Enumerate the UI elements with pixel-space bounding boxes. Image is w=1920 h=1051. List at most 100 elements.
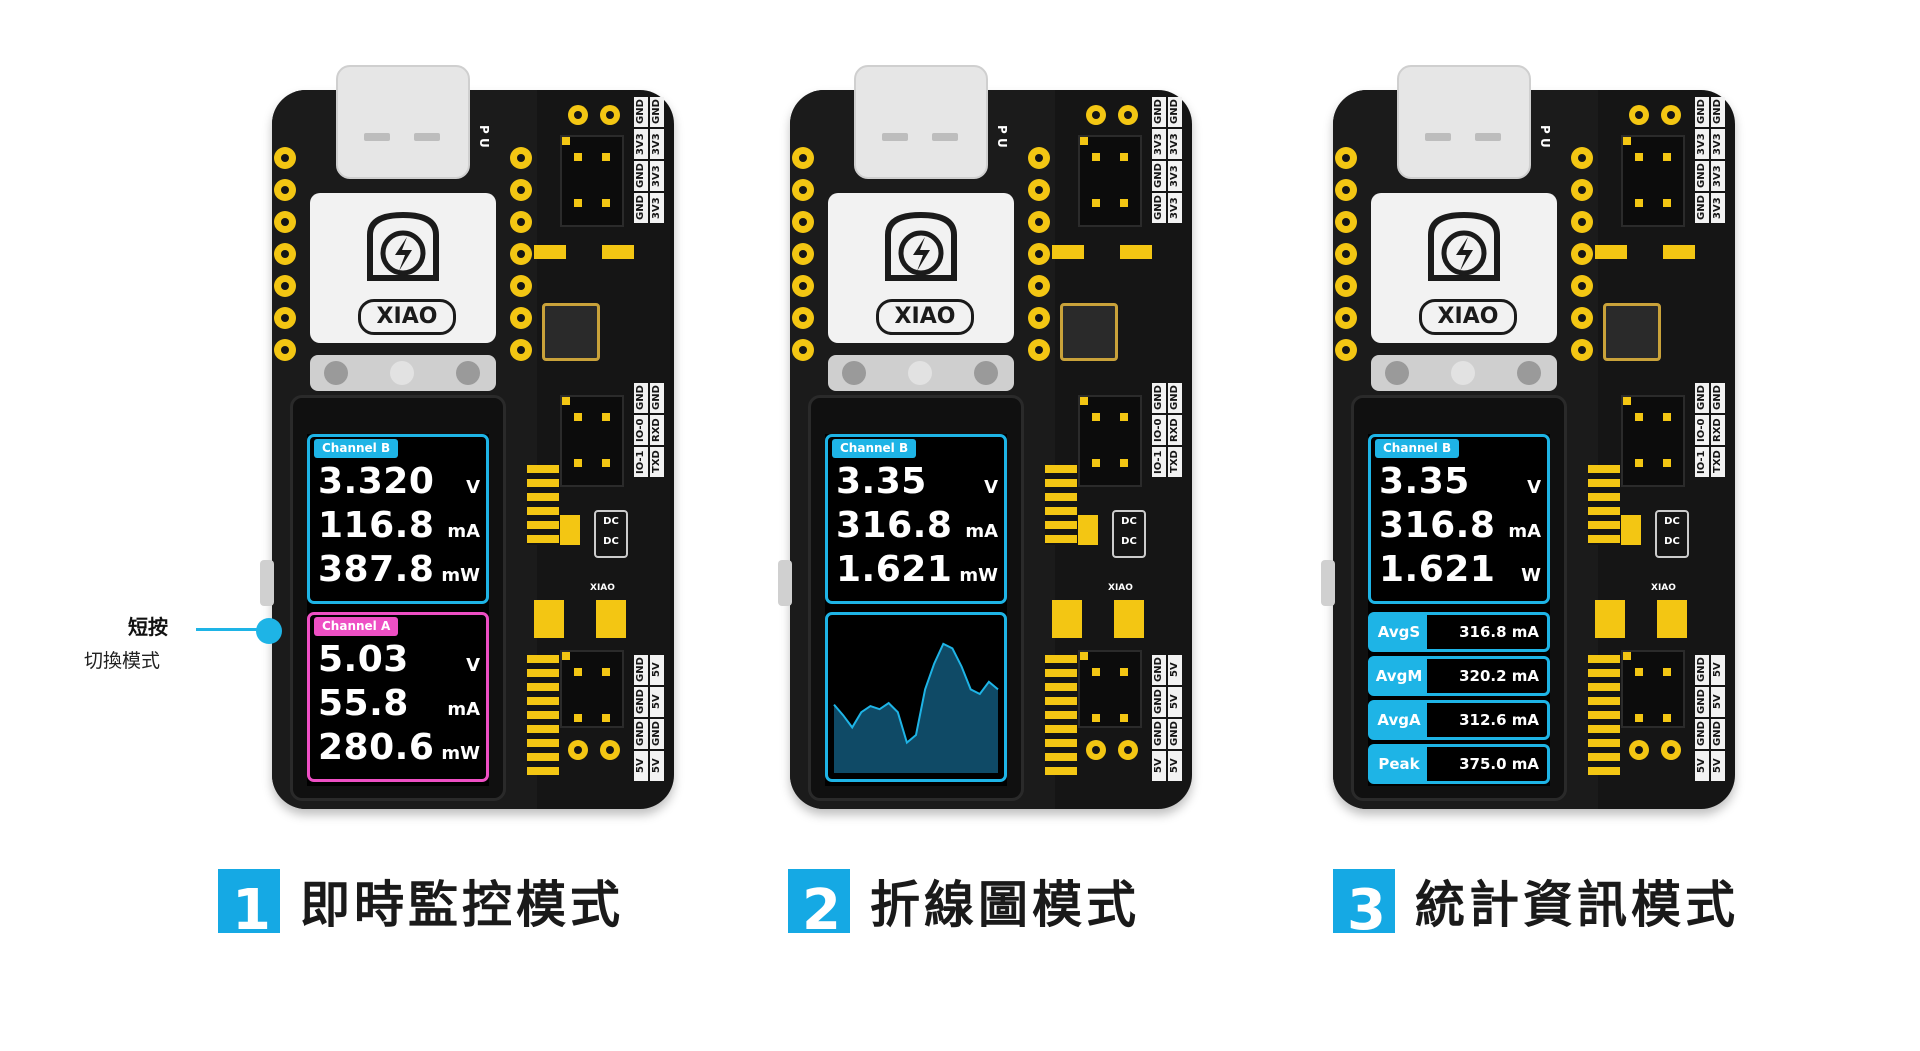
caption-text: 即時監控模式 (300, 876, 624, 934)
pin-header-bottom (1621, 650, 1685, 728)
channel-b-panel: Channel B 3.35 V 316.8 mA 1.621 mW (825, 434, 1007, 604)
component (534, 600, 564, 638)
usb-c-port (854, 65, 988, 179)
current-unit: mA (1508, 521, 1541, 542)
pin-header-mid (1078, 395, 1142, 487)
boot-button[interactable] (1517, 361, 1541, 385)
channel-b-panel: Channel B 3.320 V 116.8 mA 387.8 mW (307, 434, 489, 604)
caption-number: 3 (1333, 869, 1395, 933)
pad (1086, 740, 1106, 760)
caption-1: 1 即時監控模式 (218, 869, 624, 934)
current-value: 55.8 (318, 683, 409, 724)
screen-content: Channel B 3.35 V 316.8 mA 1.621 W AvgS 3… (1368, 434, 1550, 786)
reset-button[interactable] (1385, 361, 1409, 385)
component (534, 245, 566, 259)
stat-label: AvgM (1371, 659, 1427, 693)
stat-value: 320.2 mA (1459, 667, 1539, 685)
voltage-value: 5.03 (318, 639, 409, 680)
current-unit: mA (965, 521, 998, 542)
power-unit: mW (441, 743, 480, 764)
led (390, 361, 414, 385)
xiao-logo-text: XIAO (876, 299, 974, 335)
reset-button[interactable] (842, 361, 866, 385)
button-row (1371, 355, 1557, 391)
channel-tag: Channel B (832, 439, 917, 458)
pu-label: P U (995, 125, 1009, 148)
button-row (310, 355, 496, 391)
hint-label: 短按 (128, 615, 168, 639)
component (1114, 600, 1144, 638)
stat-value: 316.8 mA (1459, 623, 1539, 641)
pad (1661, 740, 1681, 760)
channel-tag: Channel B (314, 439, 399, 458)
voltage-unit: V (1527, 477, 1541, 498)
mcu-chip (1060, 303, 1118, 361)
component (1621, 515, 1641, 545)
left-pin-header (1335, 147, 1357, 361)
component (596, 600, 626, 638)
pu-label: P U (477, 125, 491, 148)
small-xiao-text: XIAO (1651, 583, 1676, 593)
channel-tag: Channel A (314, 617, 399, 636)
pad (1086, 105, 1106, 125)
side-mode-button[interactable] (778, 560, 792, 606)
stat-label: AvgS (1371, 615, 1427, 649)
component (1052, 245, 1084, 259)
power-value: 280.6 (318, 727, 435, 768)
pad (600, 740, 620, 760)
lcd-screen: Channel B 3.35 V 316.8 mA 1.621 mW (808, 395, 1024, 801)
pin-strip (1045, 655, 1077, 775)
component (1663, 245, 1695, 259)
power-unit: mW (959, 565, 998, 586)
pad (568, 105, 588, 125)
button-row (828, 355, 1014, 391)
power-value: 1.621 (1379, 549, 1496, 590)
stat-value: 375.0 mA (1459, 755, 1539, 773)
stat-label: AvgA (1371, 703, 1427, 737)
stat-row-avgm: AvgM 320.2 mA (1368, 656, 1550, 696)
voltage-value: 3.320 (318, 461, 435, 502)
boot-button[interactable] (456, 361, 480, 385)
screen-content: Channel B 3.35 V 316.8 mA 1.621 mW (825, 434, 1007, 786)
current-value: 316.8 (836, 505, 953, 546)
boot-button[interactable] (974, 361, 998, 385)
xiao-logo-text: XIAO (358, 299, 456, 335)
current-trace-chart (833, 642, 999, 773)
pin-header-top (1078, 135, 1142, 227)
component (1657, 600, 1687, 638)
pad (1629, 740, 1649, 760)
side-mode-button[interactable] (260, 560, 274, 606)
caption-number: 1 (218, 869, 280, 933)
led (1451, 361, 1475, 385)
pin-strip (527, 655, 559, 775)
pin-header-bottom (1078, 650, 1142, 728)
caption-text: 統計資訊模式 (1415, 876, 1739, 934)
pin-strip (1045, 465, 1077, 545)
component (1120, 245, 1152, 259)
component (1595, 245, 1627, 259)
current-value: 316.8 (1379, 505, 1496, 546)
trace-area (834, 643, 998, 773)
pin-strip (1588, 465, 1620, 545)
reset-button[interactable] (324, 361, 348, 385)
hint-pointer-dot (256, 618, 282, 644)
xiao-logo-card: XIAO (828, 193, 1014, 343)
side-mode-button[interactable] (1321, 560, 1335, 606)
voltage-value: 3.35 (1379, 461, 1470, 502)
lcd-screen: Channel B 3.320 V 116.8 mA 387.8 mW Chan… (290, 395, 506, 801)
caption-3: 3 統計資訊模式 (1333, 869, 1739, 934)
current-value: 116.8 (318, 505, 435, 546)
xiao-logo-text: XIAO (1419, 299, 1517, 335)
pin-header-top (1621, 135, 1685, 227)
pad (568, 740, 588, 760)
left-pin-header (792, 147, 814, 361)
current-unit: mA (447, 699, 480, 720)
xiao-logo-card: XIAO (1371, 193, 1557, 343)
hint-sub: 切換模式 (84, 650, 161, 672)
